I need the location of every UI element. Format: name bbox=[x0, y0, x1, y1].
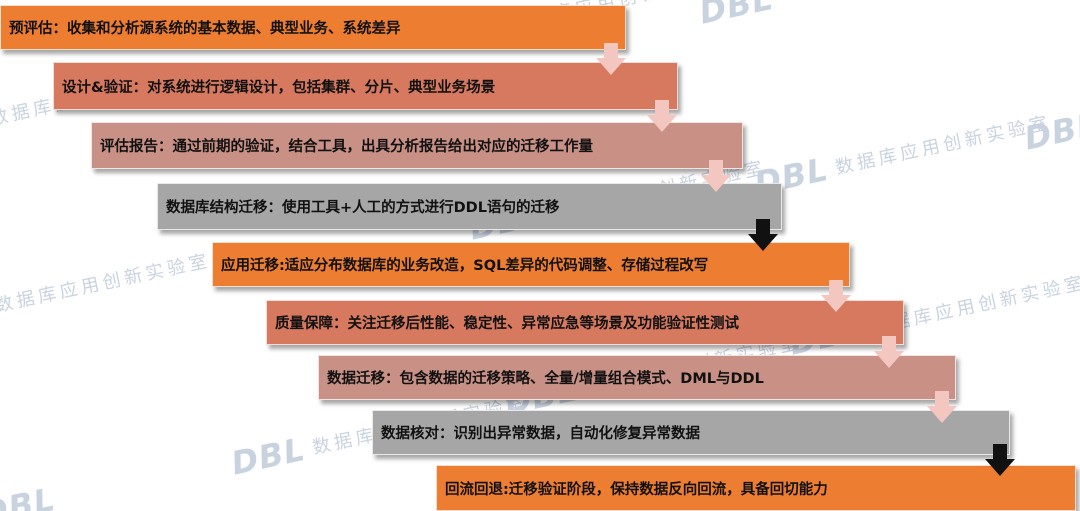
watermark-logo: DBL bbox=[228, 429, 309, 483]
down-arrow-icon bbox=[748, 219, 778, 251]
step-label: 数据迁移：包含数据的迁移策略、全量/增量组合模式、DML与DDL bbox=[327, 371, 764, 387]
step-label: 预评估：收集和分析源系统的基本数据、典型业务、系统差异 bbox=[9, 21, 401, 37]
watermark-logo: DBL bbox=[0, 479, 59, 511]
step-label: 应用迁移:适应分布数据库的业务改造，SQL差异的代码调整、存储过程改写 bbox=[221, 258, 709, 274]
down-arrow-icon bbox=[821, 280, 851, 312]
step-label: 评估报告：通过前期的验证，结合工具，出具分析报告给出对应的迁移工作量 bbox=[100, 139, 593, 155]
step-bar-data-verification: 数据核对：识别出异常数据，自动化修复异常数据 bbox=[372, 410, 1010, 455]
watermark-logo: DBL bbox=[696, 0, 777, 32]
watermark: DBL bbox=[696, 0, 777, 32]
watermark: DBL 数据库应用创新实验室 bbox=[751, 103, 1055, 202]
step-bar-quality-assurance: 质量保障：关注迁移后性能、稳定性、异常应急等场景及功能验证性测试 bbox=[266, 300, 904, 345]
step-bar-design-validation: 设计&验证：对系统进行逻辑设计，包括集群、分片、典型业务场景 bbox=[53, 62, 678, 110]
down-arrow-icon bbox=[985, 444, 1015, 476]
step-bar-data-migration: 数据迁移：包含数据的迁移策略、全量/增量组合模式、DML与DDL bbox=[318, 355, 956, 400]
step-bar-assessment-report: 评估报告：通过前期的验证，结合工具，出具分析报告给出对应的迁移工作量 bbox=[91, 122, 743, 169]
watermark-text: 数据库应用创新实验室 bbox=[0, 250, 213, 317]
watermark: DBL bbox=[1021, 105, 1080, 158]
step-bar-rollback: 回流回退:迁移验证阶段，保持数据反向回流，具备回切能力 bbox=[436, 465, 1076, 511]
down-arrow-icon bbox=[596, 43, 626, 75]
watermark: DBL bbox=[0, 480, 59, 511]
watermark-text: 数据库应用创新实验室 bbox=[833, 112, 1054, 179]
step-label: 数据库结构迁移：使用工具+人工的方式进行DDL语句的迁移 bbox=[166, 200, 560, 216]
step-label: 回流回退:迁移验证阶段，保持数据反向回流，具备回切能力 bbox=[445, 481, 828, 498]
step-bar-pre-assessment: 预评估：收集和分析源系统的基本数据、典型业务、系统差异 bbox=[0, 5, 626, 50]
step-bar-application-migration: 应用迁移:适应分布数据库的业务改造，SQL差异的代码调整、存储过程改写 bbox=[212, 242, 850, 287]
watermark-logo: DBL bbox=[1021, 104, 1080, 158]
down-arrow-icon bbox=[647, 100, 677, 132]
step-label: 质量保障：关注迁移后性能、稳定性、异常应急等场景及功能验证性测试 bbox=[275, 316, 739, 332]
down-arrow-icon bbox=[701, 160, 731, 192]
step-label: 数据核对：识别出异常数据，自动化修复异常数据 bbox=[381, 426, 700, 442]
watermark: 数据库应用创新实验室 bbox=[0, 247, 213, 318]
down-arrow-icon bbox=[927, 391, 957, 423]
step-bar-schema-migration: 数据库结构迁移：使用工具+人工的方式进行DDL语句的迁移 bbox=[157, 183, 782, 230]
step-label: 设计&验证：对系统进行逻辑设计，包括集群、分片、典型业务场景 bbox=[62, 79, 496, 96]
down-arrow-icon bbox=[874, 336, 904, 368]
